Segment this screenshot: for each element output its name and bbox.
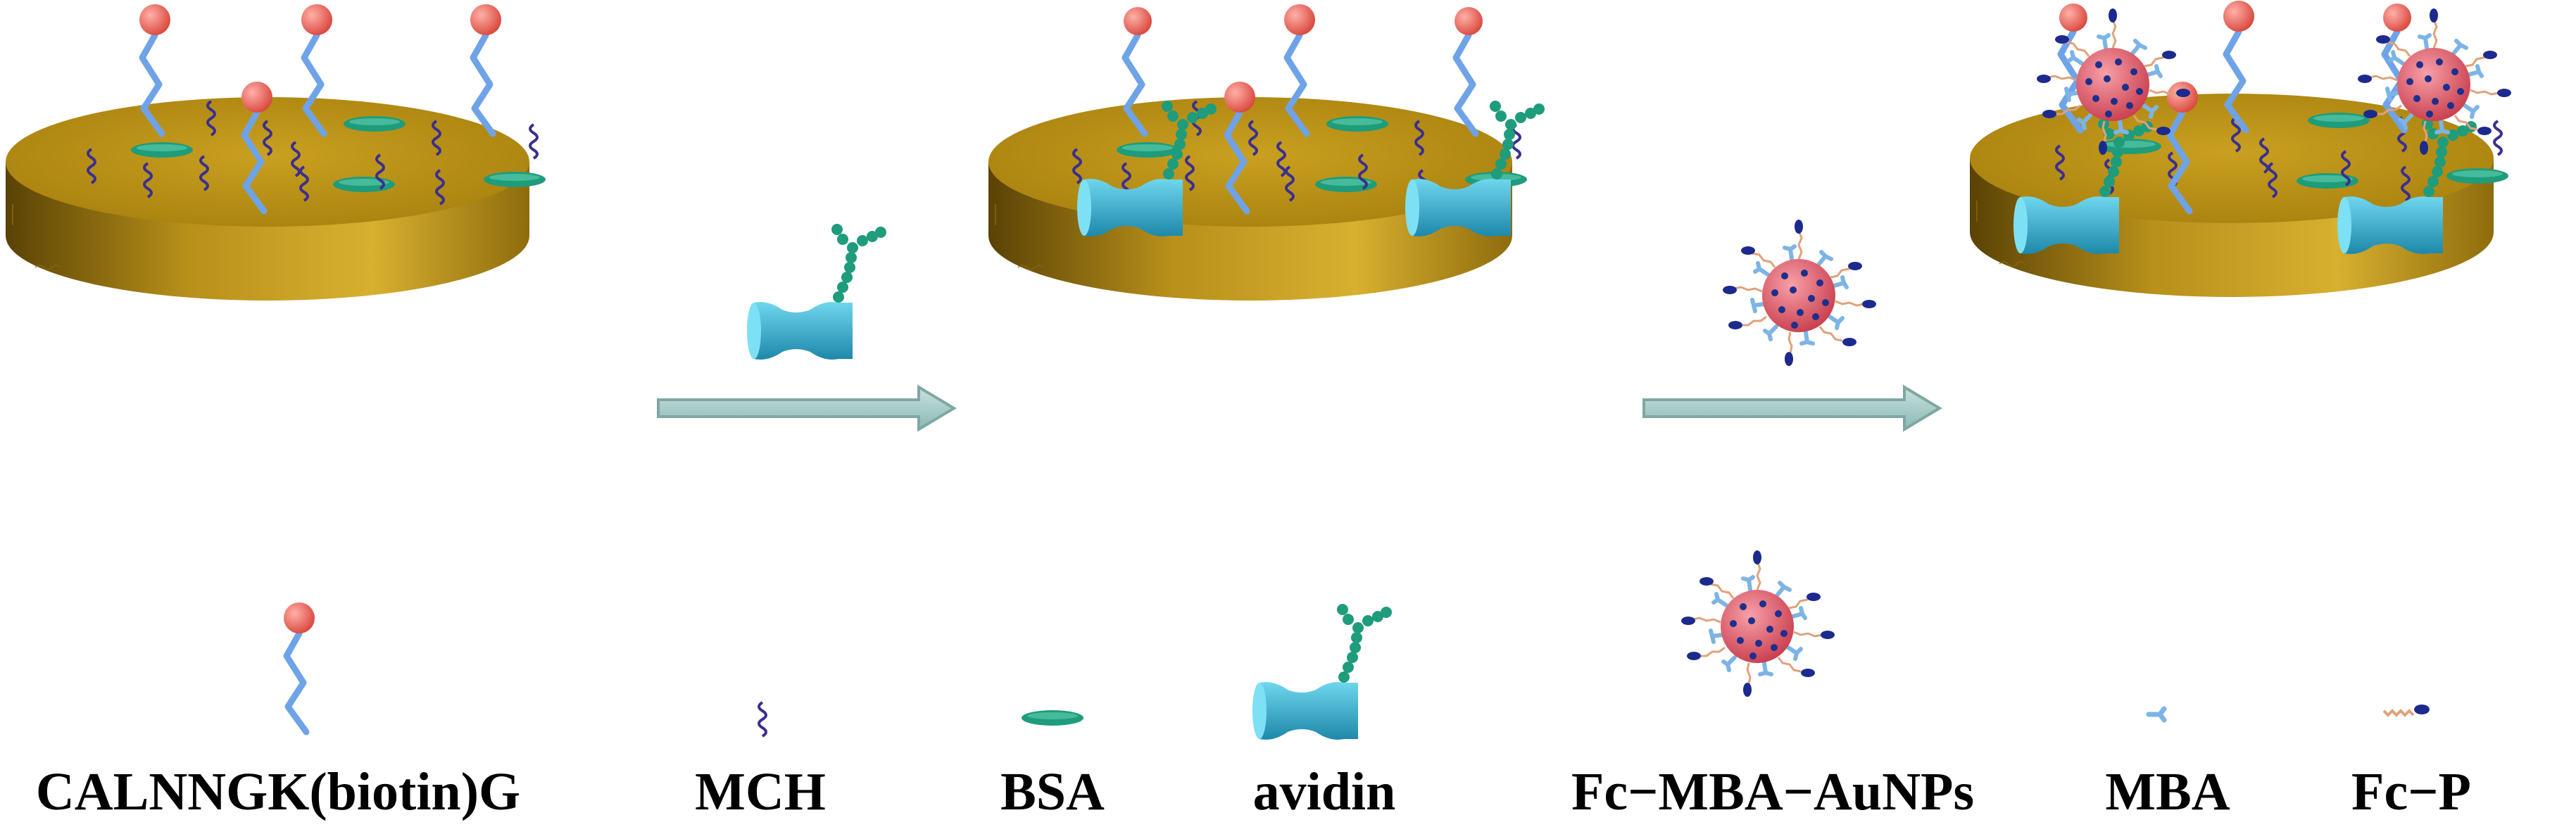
legend-label-aunps: Fc−MBA−AuNPs [1571, 762, 1974, 821]
stage-1-electrode [5, 4, 546, 301]
legend-label-fcp: Fc−P [2351, 762, 2471, 821]
aunp-reagent [1723, 220, 1876, 366]
legend-peptide-glyph [284, 602, 315, 732]
legend-fcp-glyph [2382, 705, 2430, 717]
legend-label-mba: MBA [2105, 762, 2230, 821]
stage-2-electrode [988, 4, 1545, 301]
legend-aunp-glyph [1681, 550, 1835, 697]
stage-3-electrode [1969, 1, 2511, 298]
legend-bsa-glyph [1022, 710, 1083, 726]
legend-avidin-glyph [1252, 604, 1392, 740]
legend-mba-glyph [2146, 706, 2167, 723]
legend-label-bsa: BSA [1000, 762, 1105, 821]
legend-label-mch: MCH [695, 762, 826, 821]
legend-mch-glyph [758, 701, 767, 738]
arrow-step-2 [1642, 386, 1941, 431]
arrow-step-1 [657, 386, 955, 431]
legend-label-avidin: avidin [1253, 762, 1396, 821]
avidin-reagent [747, 224, 886, 360]
legend-label-peptide: CALNNGK(biotin)G [36, 762, 520, 821]
